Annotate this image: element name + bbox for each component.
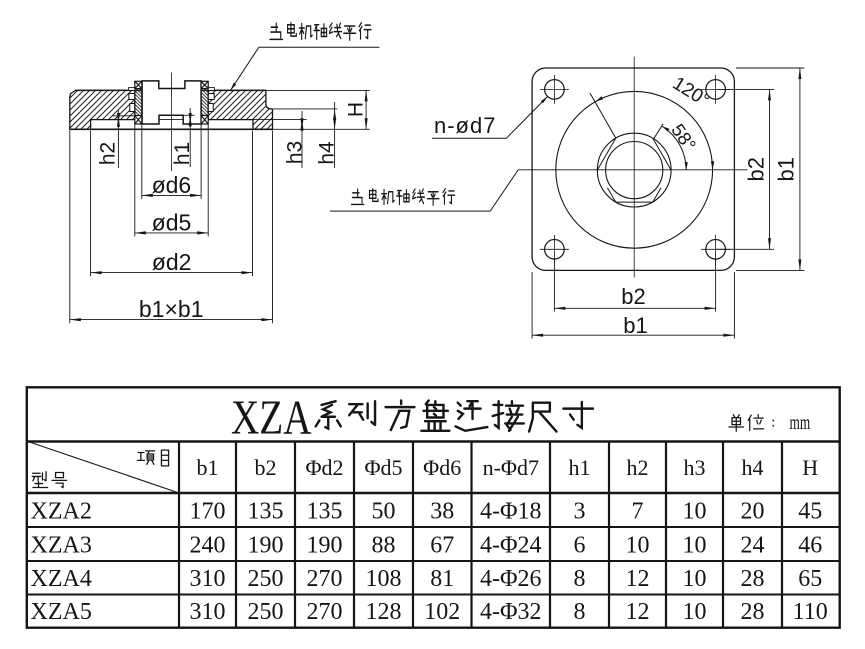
- svg-text:n-Φd7: n-Φd7: [483, 455, 539, 480]
- svg-text:h4: h4: [316, 141, 339, 165]
- svg-text:H: H: [802, 455, 818, 480]
- svg-text:108: 108: [366, 566, 402, 592]
- svg-text:4-Φ26: 4-Φ26: [480, 566, 542, 592]
- svg-text:310: 310: [190, 566, 226, 592]
- svg-text:270: 270: [307, 599, 343, 625]
- svg-text:240: 240: [190, 533, 226, 559]
- svg-text:12: 12: [626, 599, 650, 625]
- svg-text:6: 6: [574, 533, 586, 559]
- svg-text:XZA5: XZA5: [31, 599, 92, 625]
- svg-text:10: 10: [626, 533, 650, 559]
- svg-text:45: 45: [798, 499, 822, 525]
- svg-text:110: 110: [793, 599, 828, 625]
- svg-text:H: H: [345, 102, 368, 117]
- svg-text:102: 102: [424, 599, 460, 625]
- svg-text:h1: h1: [171, 142, 194, 165]
- svg-text:10: 10: [683, 533, 707, 559]
- svg-text:67: 67: [430, 533, 454, 559]
- svg-text:88: 88: [372, 533, 396, 559]
- svg-text:10: 10: [683, 499, 707, 525]
- svg-text:b2: b2: [621, 284, 645, 309]
- svg-text:b2: b2: [255, 455, 277, 480]
- svg-text:65: 65: [798, 566, 822, 592]
- svg-text:46: 46: [798, 533, 822, 559]
- svg-text:10: 10: [683, 566, 707, 592]
- svg-text:mm: mm: [790, 410, 811, 434]
- svg-text:h2: h2: [97, 142, 120, 165]
- svg-text:38: 38: [430, 499, 454, 525]
- svg-text:3: 3: [574, 499, 586, 525]
- svg-text:ød2: ød2: [152, 249, 192, 275]
- svg-text:8: 8: [574, 566, 586, 592]
- svg-text:8: 8: [574, 599, 586, 625]
- svg-text:h3: h3: [284, 141, 307, 164]
- svg-text:4-Φ24: 4-Φ24: [480, 533, 542, 559]
- svg-text:50: 50: [372, 499, 396, 525]
- svg-text:XZA2: XZA2: [31, 499, 92, 525]
- svg-text:310: 310: [190, 599, 226, 625]
- svg-text:n-ød7: n-ød7: [434, 113, 496, 138]
- svg-text:28: 28: [741, 599, 765, 625]
- svg-text:Φd6: Φd6: [423, 455, 461, 480]
- svg-text:20: 20: [741, 499, 765, 525]
- svg-text:170: 170: [190, 499, 226, 525]
- svg-text:190: 190: [307, 533, 343, 559]
- svg-text:10: 10: [683, 599, 707, 625]
- svg-text:b1: b1: [623, 313, 647, 338]
- svg-text:Φd2: Φd2: [305, 455, 343, 480]
- svg-text:28: 28: [741, 566, 765, 592]
- svg-text:h1: h1: [569, 455, 591, 480]
- svg-text:128: 128: [366, 599, 402, 625]
- svg-text:XZA3: XZA3: [31, 533, 92, 559]
- svg-text:b1: b1: [197, 455, 219, 480]
- svg-text:190: 190: [248, 533, 284, 559]
- svg-text:b1×b1: b1×b1: [139, 296, 204, 322]
- svg-text:250: 250: [248, 566, 284, 592]
- svg-text:b1: b1: [774, 157, 799, 181]
- svg-text:ød6: ød6: [152, 172, 192, 198]
- svg-text:4-Φ18: 4-Φ18: [480, 499, 542, 525]
- svg-text:24: 24: [741, 533, 765, 559]
- svg-text:h4: h4: [742, 455, 764, 480]
- svg-text:250: 250: [248, 599, 284, 625]
- svg-text:7: 7: [632, 499, 644, 525]
- svg-text:XZA4: XZA4: [31, 566, 92, 592]
- svg-text:h2: h2: [627, 455, 649, 480]
- svg-text:12: 12: [626, 566, 650, 592]
- svg-text:XZA: XZA: [231, 389, 312, 444]
- svg-text:h3: h3: [684, 455, 706, 480]
- svg-text:b2: b2: [744, 157, 769, 181]
- svg-text:Φd5: Φd5: [364, 455, 402, 480]
- svg-text:270: 270: [307, 566, 343, 592]
- svg-text:135: 135: [307, 499, 343, 525]
- svg-text:81: 81: [430, 566, 454, 592]
- svg-text:ød5: ød5: [152, 209, 192, 235]
- svg-text:135: 135: [248, 499, 284, 525]
- svg-text:4-Φ32: 4-Φ32: [480, 599, 542, 625]
